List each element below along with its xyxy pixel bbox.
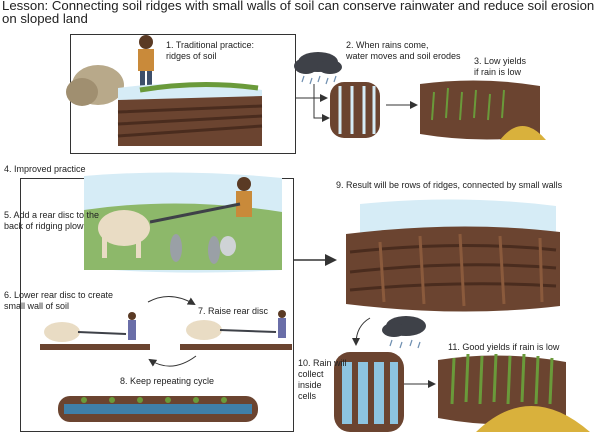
- step-4-label: 4. Improved practice: [4, 164, 86, 174]
- cycle-strip: [58, 396, 258, 422]
- rain-cloud-icon-2: [382, 316, 426, 349]
- grain-pile-large: [476, 406, 590, 432]
- rain-cloud-icon: [294, 52, 342, 85]
- farmer-with-oxen: [66, 35, 154, 106]
- result-field: [346, 199, 560, 312]
- crop-field-low: [420, 80, 540, 140]
- step-3-label: 3. Low yields if rain is low: [474, 56, 527, 77]
- step-5-label: 5. Add a rear disc to the back of ridgin…: [4, 210, 100, 231]
- step-8-label: 8. Keep repeating cycle: [120, 376, 215, 386]
- grain-pile-small: [500, 126, 546, 140]
- eroding-furrows: [313, 82, 380, 138]
- oxen-plowing-left: [40, 312, 150, 350]
- step-6-label: 6. Lower rear disc to create small wall …: [4, 290, 114, 311]
- step-2-label: 2. When rains come, water moves and soil…: [346, 40, 461, 61]
- field-furrows-1: [117, 81, 263, 146]
- plow-with-disc: [84, 172, 282, 273]
- lesson-title: Lesson: Connecting soil ridges with smal…: [2, 0, 595, 26]
- step-7-label: 7. Raise rear disc: [198, 306, 269, 316]
- cycle-arrow-top: [147, 296, 196, 306]
- step-9-label: 9. Result will be rows of ridges, connec…: [336, 180, 563, 190]
- oxen-plowing-right: [180, 310, 292, 350]
- step-10-label: 10. Rain will collect inside cells: [298, 358, 347, 401]
- arrow-9-10: [352, 317, 371, 346]
- cycle-arrow-bottom: [148, 355, 197, 367]
- step-11-label: 11. Good yields if rain is low: [448, 342, 560, 352]
- water-cells: [334, 352, 404, 432]
- step-1-label: 1. Traditional practice: ridges of soil: [166, 40, 255, 61]
